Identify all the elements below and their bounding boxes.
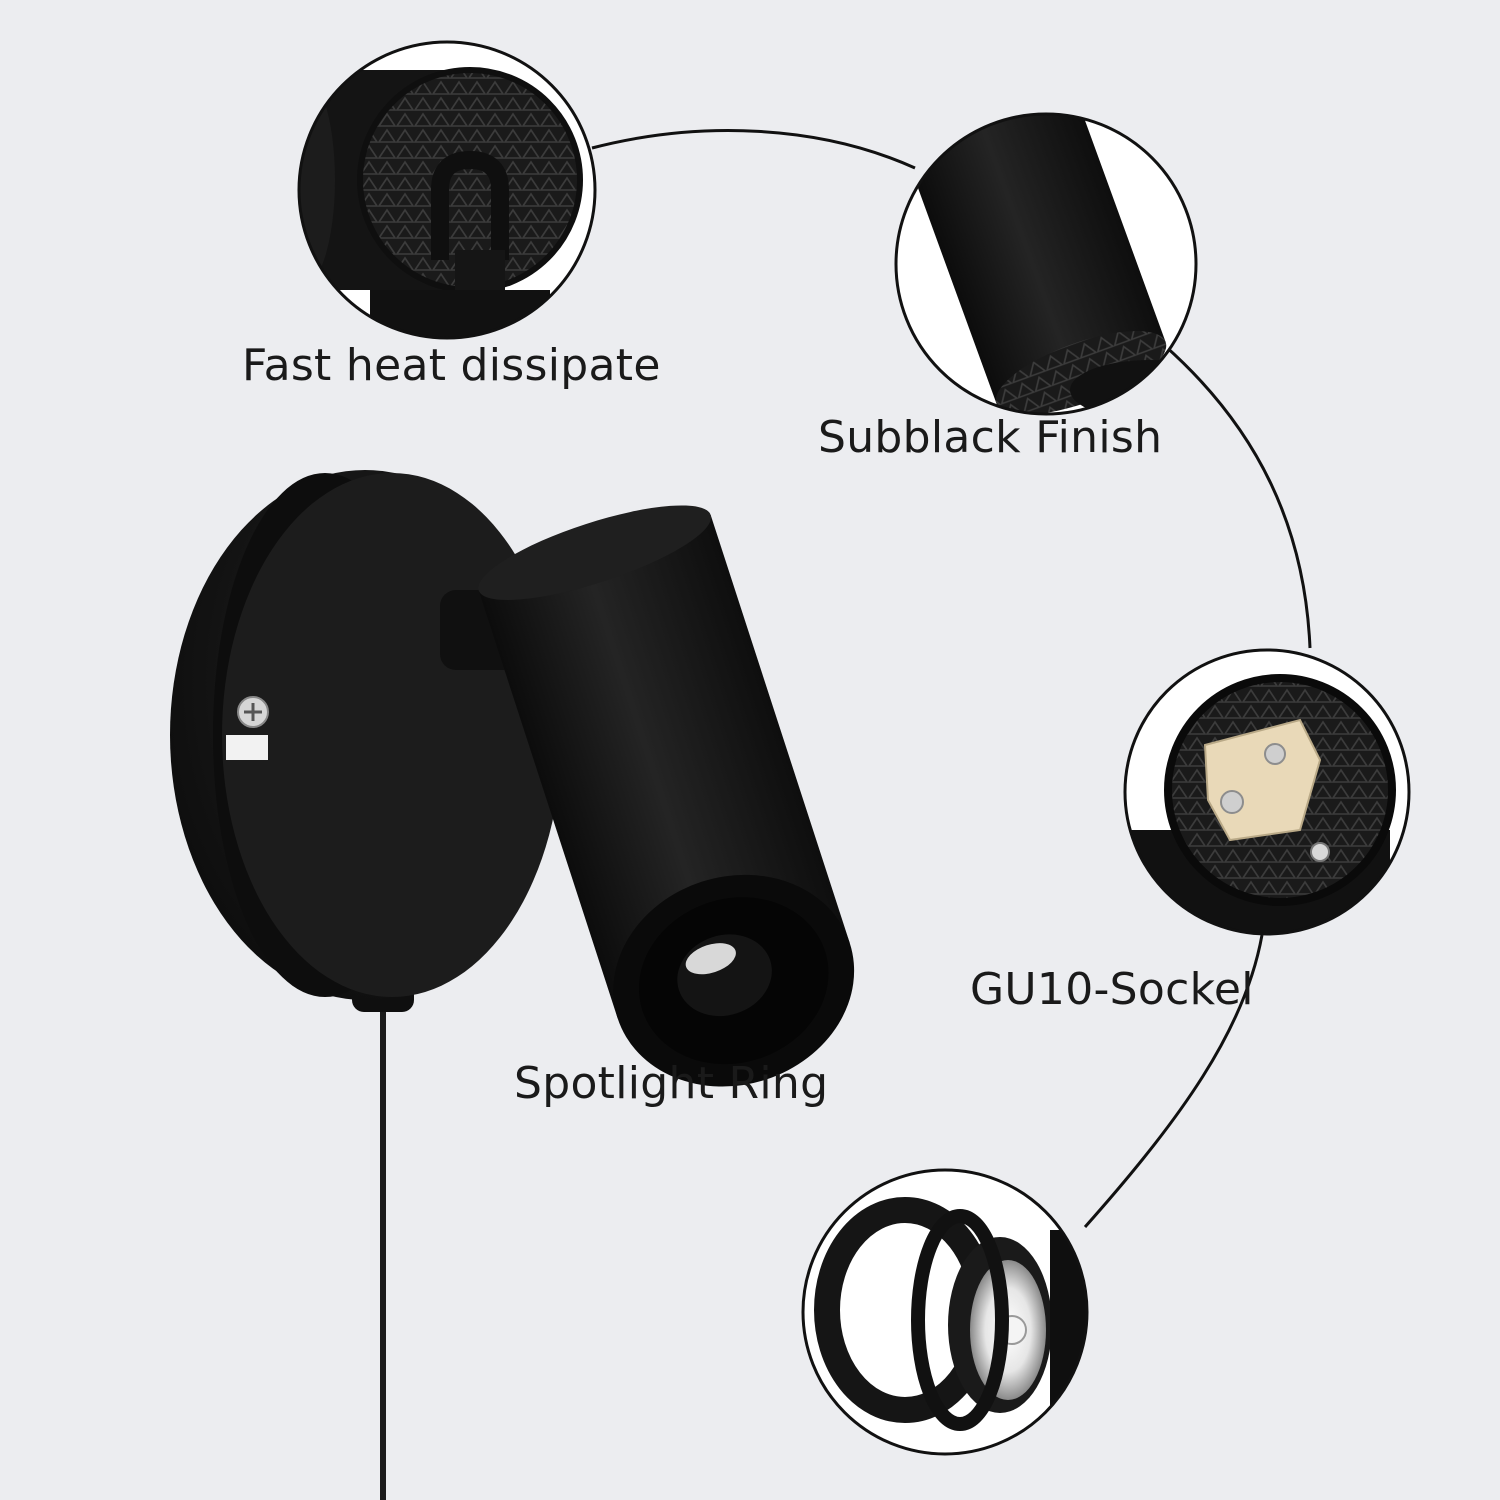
feature-label-heat: Fast heat dissipate: [242, 340, 661, 391]
power-cable: [380, 990, 386, 1500]
detail-heat-circle: [297, 40, 597, 340]
detail-ring-circle: [801, 1168, 1089, 1456]
connector-line: [1083, 934, 1264, 1228]
screw-icon: [237, 696, 269, 728]
feature-label-ring: Spotlight Ring: [514, 1058, 829, 1109]
switch-slot: [226, 735, 268, 760]
spotlight-tube: [478, 505, 855, 1087]
connector-line: [591, 129, 916, 170]
feature-label-socket: GU10-Sockel: [970, 964, 1254, 1015]
feature-label-finish: Subblack Finish: [818, 412, 1163, 463]
detail-finish-circle: [894, 112, 1198, 416]
connector-line: [1163, 343, 1312, 649]
wall-spotlight: [170, 470, 855, 1500]
detail-socket-circle: [1123, 648, 1411, 936]
bulb-lens: [685, 943, 736, 975]
